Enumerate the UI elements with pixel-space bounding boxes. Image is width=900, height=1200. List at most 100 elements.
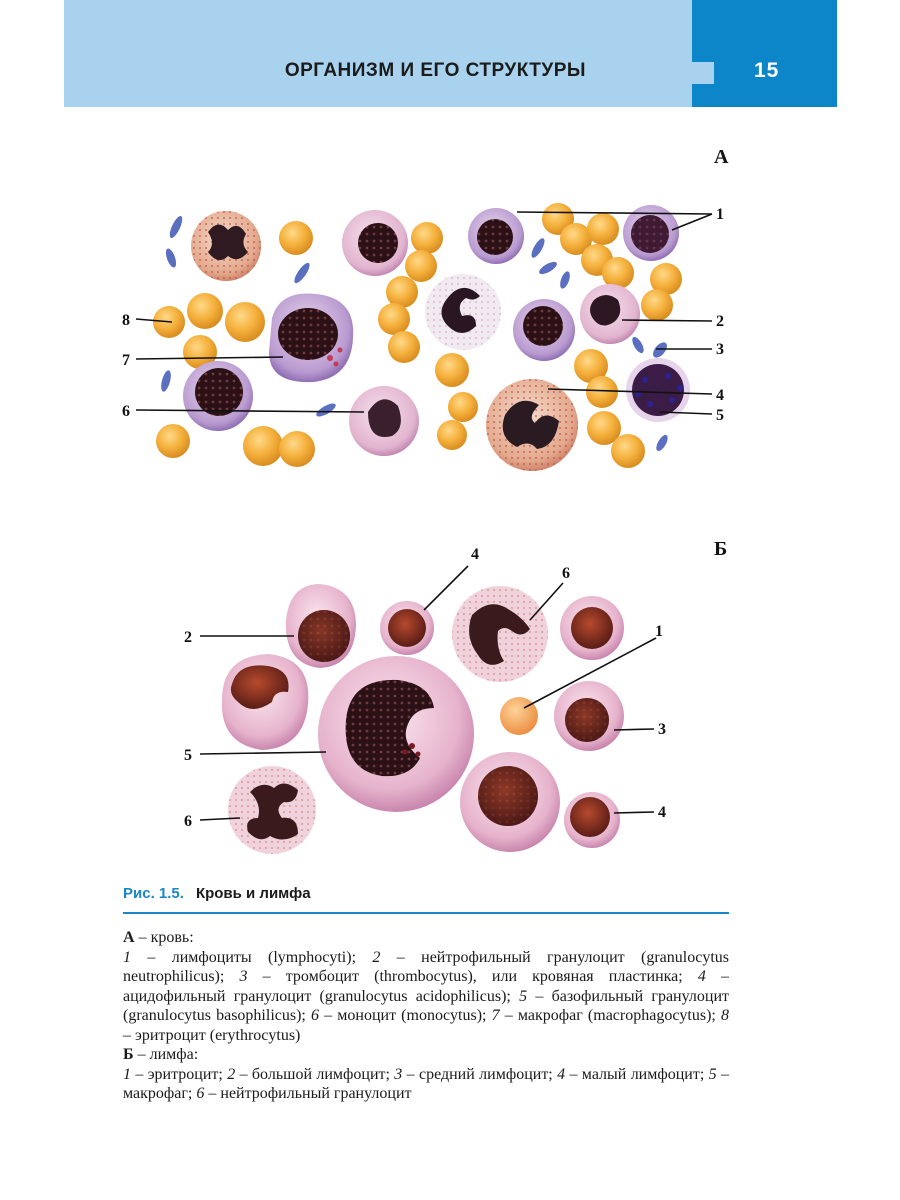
granulocyte-top-left: [191, 211, 261, 281]
callout-b-3: 3: [658, 721, 666, 738]
legend-a-text: – эритроцит (erythrocytus): [123, 1026, 301, 1044]
legend-b-header: Б – лимфа:: [123, 1045, 729, 1065]
leader-a-1a: [516, 211, 713, 215]
lymphocyte-b-bottom-center: [460, 752, 560, 852]
figure-legend: А – кровь: 1 – лимфоциты (lymphocyti); 2…: [123, 928, 729, 1104]
legend-a-text: – тромбоцит (thrombocytus), или кровяная…: [247, 968, 698, 985]
page-number-box: [692, 0, 837, 107]
lymphocyte-a-1-right: [623, 205, 679, 261]
lymphocyte-a-center: [513, 299, 575, 361]
lymphocyte-b-left: [221, 654, 309, 750]
legend-a-text: – нейтрофильный гранулоцит (granulocytus…: [123, 948, 729, 986]
lymphocyte-a-1-left: [468, 208, 524, 264]
monocyte-a: [349, 386, 419, 456]
callout-b-5: 5: [184, 747, 192, 764]
running-title: ОРГАНИЗМ И ЕГО СТРУКТУРЫ: [284, 60, 586, 81]
callout-b-4-top: 4: [471, 546, 479, 563]
figure-illustration: А 1 2 3 4 5 6 7 8: [122, 146, 729, 854]
callout-a-8: 8: [122, 312, 130, 329]
legend-b-text: – малый лимфоцит;: [565, 1065, 709, 1083]
legend-a-num: 1: [123, 948, 131, 966]
legend-a-letter: А: [123, 929, 135, 946]
basophil-a: [626, 358, 690, 422]
leader-a-8: [135, 318, 173, 323]
callout-a-2: 2: [716, 313, 724, 330]
legend-a-text: – лимфоциты (lymphocyti);: [131, 948, 373, 966]
legend-b-num: 4: [557, 1065, 566, 1083]
leader-b-4-bottom: [613, 811, 655, 814]
callout-b-6-top: 6: [562, 565, 570, 582]
panel-a-illustration: [135, 203, 713, 471]
callout-a-4: 4: [716, 387, 724, 404]
leader-a-2: [621, 319, 713, 322]
lymphocyte-a-top: [342, 210, 408, 276]
legend-b-text: – большой лимфоцит;: [235, 1065, 395, 1083]
panel-b-illustration: [199, 565, 657, 854]
legend-a-num: 8: [721, 1007, 729, 1024]
legend-a-text: – базофильный гранулоцит (granulocytus b…: [123, 987, 730, 1025]
caption-rule: [123, 912, 729, 914]
legend-a-num: 5: [519, 987, 528, 1005]
legend-a-num: 3: [239, 968, 248, 985]
legend-a-text: – моноцит (monocytus);: [319, 1007, 492, 1024]
callout-a-3: 3: [716, 341, 724, 358]
leader-b-6-top: [529, 582, 564, 621]
callout-b-4-bottom: 4: [658, 804, 666, 821]
legend-a-num: 7: [491, 1007, 500, 1024]
legend-a-text: – ацидофильный гранулоцит (granulocytus …: [123, 968, 730, 1005]
small-lymphocyte-b-top: [380, 601, 434, 655]
panel-b-label: Б: [714, 538, 727, 560]
legend-b-num: 6: [196, 1085, 205, 1102]
neutrophil-b-bottom: [228, 766, 316, 854]
callout-b-2: 2: [184, 629, 192, 646]
leader-a-6: [135, 409, 365, 413]
callout-a-7: 7: [122, 352, 130, 369]
legend-b-num: 2: [227, 1065, 236, 1083]
legend-a-num: 4: [697, 968, 706, 985]
legend-b-text: – макрофаг;: [123, 1065, 730, 1103]
leader-b-6-bottom: [199, 817, 241, 821]
neutrophil-b-top: [452, 586, 548, 682]
lymphocyte-b-top-right: [560, 596, 624, 660]
neutrophil-a-2: [580, 284, 640, 344]
legend-a-header: А – кровь:: [123, 928, 729, 948]
legend-b-body: 1 – эритроцит; 2 – большой лимфоцит; 3 –…: [123, 1065, 729, 1104]
leader-a-1b: [671, 213, 713, 231]
callout-b-1: 1: [655, 623, 663, 640]
medium-lymphocyte-b-3: [554, 681, 624, 751]
legend-b-num: 1: [123, 1065, 131, 1083]
lymphocyte-a-left: [183, 361, 253, 431]
callout-a-5: 5: [716, 407, 724, 424]
macrophage-a: [269, 293, 354, 383]
page-header: ОРГАНИЗМ И ЕГО СТРУКТУРЫ 15: [64, 0, 837, 107]
leader-a-5: [659, 411, 713, 415]
page-number: 15: [754, 59, 780, 82]
leader-b-1: [523, 637, 657, 709]
legend-b-text: – эритроцит;: [131, 1065, 228, 1083]
eosinophil-a: [486, 379, 578, 471]
header-notch: [692, 62, 714, 84]
callout-b-6-bottom: 6: [184, 813, 192, 830]
legend-b-num: 5: [708, 1065, 717, 1083]
legend-b-letter: Б: [123, 1046, 134, 1063]
legend-a-num: 6: [311, 1007, 319, 1024]
legend-b-text: – нейтрофильный гранулоцит: [204, 1085, 412, 1102]
platelets: [161, 215, 668, 452]
legend-a-num: 2: [372, 948, 381, 966]
small-lymphocyte-b-bottom: [564, 792, 620, 848]
macrophage-b: [318, 656, 474, 812]
leader-b-4-top: [423, 565, 469, 611]
legend-a-text: – макрофаг (macrophagocytus);: [499, 1007, 721, 1024]
legend-a-header-text: – кровь:: [134, 929, 194, 946]
leader-a-4: [547, 388, 713, 395]
figure-number: Рис. 1.5.: [123, 885, 184, 902]
callout-a-1: 1: [716, 206, 724, 223]
legend-b-header-text: – лимфа:: [133, 1046, 199, 1063]
leader-b-3: [613, 728, 655, 731]
panel-a-label: А: [714, 146, 729, 168]
legend-a-body: 1 – лимфоциты (lymphocyti); 2 – нейтрофи…: [123, 948, 729, 1046]
callout-a-6: 6: [122, 403, 130, 420]
leader-a-7: [135, 356, 284, 360]
erythrocytes: [153, 203, 682, 468]
figure-caption: Рис. 1.5.Кровь и лимфа: [123, 885, 729, 902]
